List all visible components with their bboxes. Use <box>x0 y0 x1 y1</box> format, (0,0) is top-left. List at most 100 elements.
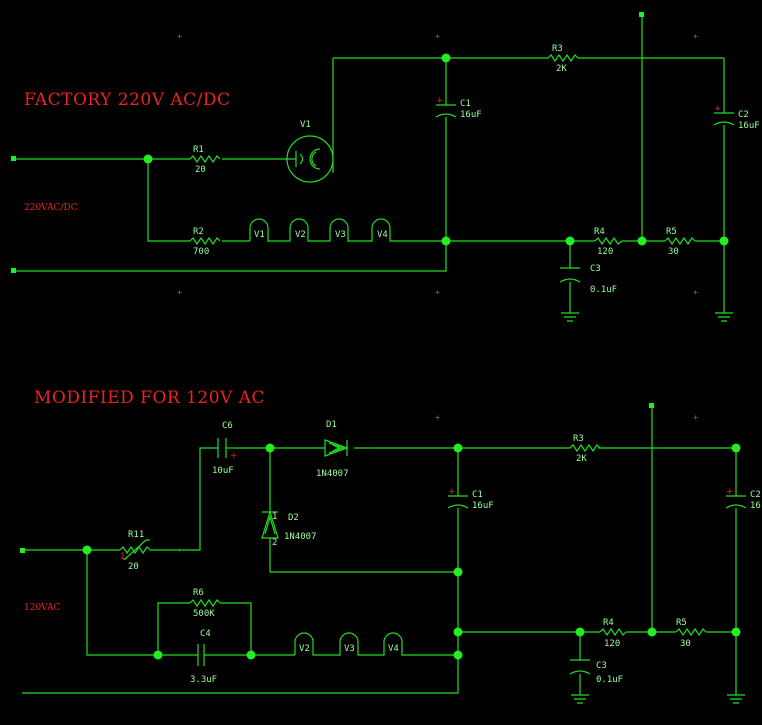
svg-text:V2: V2 <box>299 644 310 654</box>
svg-text:16uF: 16uF <box>460 110 482 120</box>
capacitor-c3: C3 0.1uF <box>559 264 617 295</box>
ground-icon <box>571 694 589 704</box>
modified-junctions <box>82 443 741 660</box>
grid-marks: + + + + + + <box>177 32 698 297</box>
svg-text:R11: R11 <box>128 530 144 540</box>
svg-text:30: 30 <box>668 247 679 257</box>
resistor-r5: R5 30 <box>664 227 696 257</box>
factory-input-label: 220VAC/DC <box>24 203 78 213</box>
modified-wires <box>22 406 737 695</box>
modified-title: MODIFIED FOR 120V AC <box>34 388 265 408</box>
terminal <box>11 156 16 161</box>
svg-text:C2: C2 <box>750 490 761 500</box>
ground-icon <box>727 694 745 704</box>
svg-text:+: + <box>230 451 238 461</box>
svg-text:0.1uF: 0.1uF <box>590 285 617 295</box>
svg-text:+: + <box>177 288 182 297</box>
svg-text:+: + <box>714 104 722 114</box>
svg-text:V3: V3 <box>335 230 346 240</box>
svg-text:C3: C3 <box>590 264 601 274</box>
svg-text:120: 120 <box>597 247 613 257</box>
svg-text:V1: V1 <box>254 230 265 240</box>
svg-text:V1: V1 <box>300 120 311 130</box>
terminal <box>649 403 654 408</box>
svg-text:C6: C6 <box>222 421 233 431</box>
resistor-r3: R3 2K <box>547 44 579 74</box>
svg-text:+: + <box>177 32 182 41</box>
terminal <box>639 12 644 17</box>
factory-title: FACTORY 220V AC/DC <box>24 90 231 110</box>
modified-circuit: MODIFIED FOR 120V AC 120VAC <box>20 388 761 704</box>
svg-text:C1: C1 <box>460 99 471 109</box>
resistor-r5-modified: R5 30 <box>675 618 707 649</box>
factory-heaters: V1 V2 V3 V4 <box>249 218 395 242</box>
svg-text:R4: R4 <box>603 618 614 628</box>
svg-text:+: + <box>177 546 182 555</box>
svg-text:10uF: 10uF <box>212 466 234 476</box>
diode-d2: D2 1N4007 1 2 <box>261 509 317 548</box>
svg-text:2: 2 <box>272 538 277 548</box>
svg-text:C3: C3 <box>596 661 607 671</box>
capacitor-c1-modified: + C1 16uF <box>447 487 494 511</box>
svg-text:C2: C2 <box>738 110 749 120</box>
svg-text:+: + <box>693 413 698 422</box>
svg-text:700: 700 <box>193 247 209 257</box>
resistor-r1: R1 20 <box>189 145 221 175</box>
svg-text:16uF: 16uF <box>738 121 760 131</box>
svg-text:V3: V3 <box>344 644 355 654</box>
svg-text:+: + <box>693 288 698 297</box>
capacitor-c6: + C6 10uF <box>212 421 238 476</box>
capacitor-c1: + C1 16uF <box>435 96 482 120</box>
resistor-r4-modified: R4 120 <box>599 618 627 649</box>
svg-text:+: + <box>435 413 440 422</box>
resistor-r6: R6 500K <box>189 588 221 619</box>
terminal <box>20 548 25 553</box>
svg-text:R2: R2 <box>193 227 204 237</box>
grid-marks: + + + <box>177 413 698 555</box>
svg-text:R4: R4 <box>594 227 605 237</box>
ground-icon <box>715 312 733 322</box>
svg-text:2K: 2K <box>576 454 587 464</box>
svg-text:30: 30 <box>680 639 691 649</box>
thermistor-r11: 1 R11 20 <box>119 530 151 572</box>
svg-text:1N4007: 1N4007 <box>316 469 349 479</box>
svg-text:+: + <box>435 288 440 297</box>
svg-text:R3: R3 <box>573 434 584 444</box>
svg-text:D2: D2 <box>288 513 299 523</box>
svg-text:2K: 2K <box>556 64 567 74</box>
svg-text:1N4007: 1N4007 <box>284 532 317 542</box>
svg-text:+: + <box>436 96 444 106</box>
svg-text:+: + <box>726 487 734 497</box>
svg-text:120: 120 <box>604 639 620 649</box>
svg-text:R6: R6 <box>193 588 204 598</box>
svg-text:3.3uF: 3.3uF <box>190 675 217 685</box>
svg-text:16: 16 <box>750 501 761 511</box>
svg-text:0.1uF: 0.1uF <box>596 675 623 685</box>
svg-text:16uF: 16uF <box>472 501 494 511</box>
capacitor-c2-modified: + C2 16 <box>725 487 761 511</box>
svg-text:R5: R5 <box>666 227 677 237</box>
svg-text:C4: C4 <box>200 629 211 639</box>
svg-text:R3: R3 <box>552 44 563 54</box>
svg-text:V4: V4 <box>388 644 399 654</box>
svg-text:R1: R1 <box>193 145 204 155</box>
ground-icon <box>561 312 579 322</box>
svg-text:500K: 500K <box>193 609 215 619</box>
resistor-r3-modified: R3 2K <box>569 434 601 464</box>
tube-v1: V1 <box>270 120 334 183</box>
svg-text:+: + <box>435 32 440 41</box>
svg-text:20: 20 <box>128 562 139 572</box>
svg-text:+: + <box>693 32 698 41</box>
svg-text:V2: V2 <box>295 230 306 240</box>
resistor-r4: R4 120 <box>594 227 623 257</box>
capacitor-c4: C4 3.3uF <box>190 629 217 685</box>
svg-text:20: 20 <box>195 165 206 175</box>
factory-wires <box>14 14 725 313</box>
svg-text:D1: D1 <box>326 420 337 430</box>
capacitor-c3-modified: C3 0.1uF <box>569 659 623 685</box>
svg-text:C1: C1 <box>472 490 483 500</box>
diode-d1: D1 1N4007 <box>316 420 349 479</box>
capacitor-c2: + C2 16uF <box>713 104 760 131</box>
svg-text:V4: V4 <box>377 230 388 240</box>
